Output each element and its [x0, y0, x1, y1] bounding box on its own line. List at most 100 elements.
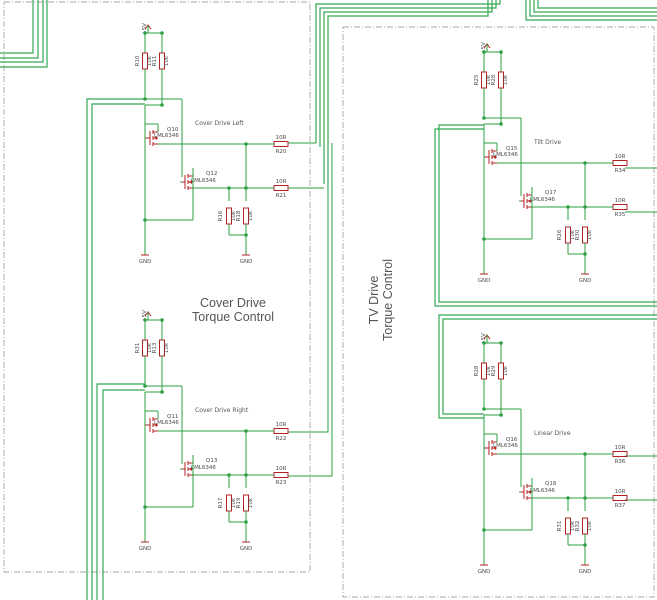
q-top-part: LML6346 — [154, 420, 179, 426]
pullup-a-ref: R10 — [135, 55, 141, 66]
pullup-a-ref: R31 — [135, 343, 141, 354]
pullup-a-val: 10k — [147, 55, 153, 66]
mosfet-top — [145, 130, 158, 146]
cover-drive-frame — [3, 1, 311, 573]
junction-dot — [499, 50, 503, 54]
pulldown-b-val: 10k — [587, 520, 593, 531]
series-resistor-a — [273, 428, 289, 434]
gnd-right: GND — [579, 278, 592, 284]
q-top-part: LML6346 — [154, 133, 179, 139]
pullup-b-val: 10k — [164, 55, 170, 66]
mosfet-bot — [519, 484, 532, 500]
block-note: Linear Drive — [534, 430, 571, 437]
pulldown-a-val: 10k — [570, 229, 576, 240]
junction-dot — [482, 341, 486, 345]
gnd-left: GND — [478, 278, 491, 284]
q-bot-ref: Q13 — [206, 458, 218, 464]
junction-dot — [583, 496, 587, 500]
junction-dot — [583, 452, 587, 456]
pulldown-b-val: 10k — [248, 210, 254, 221]
series-b-val: 10R — [615, 489, 626, 495]
junction-dot — [583, 252, 587, 256]
cover-drive-title-line1: Cover Drive — [200, 296, 266, 310]
series-resistor-b — [273, 185, 289, 191]
q-top-part: LML6346 — [493, 443, 518, 449]
series-resistor-b — [612, 495, 628, 501]
mosfet-bot — [180, 174, 193, 190]
q-top-ref: Q16 — [506, 437, 518, 443]
q-bot-part: LML6346 — [191, 465, 216, 471]
q-bot-part: LML6346 — [191, 178, 216, 184]
series-a-ref: R36 — [615, 459, 626, 465]
junction-dot — [244, 142, 248, 146]
junction-dot — [244, 233, 248, 237]
junction-dot — [160, 318, 164, 322]
pullup-b-val: 10k — [503, 74, 509, 85]
junction-dot — [566, 205, 570, 209]
gnd-left: GND — [139, 259, 152, 265]
series-a-ref: R22 — [276, 436, 287, 442]
block-note: Cover Drive Left — [195, 120, 244, 127]
junction-dot — [244, 429, 248, 433]
gnd-left: GND — [139, 546, 152, 552]
junction-dot — [227, 186, 231, 190]
junction-dot — [244, 520, 248, 524]
supply-label: +5V — [142, 310, 148, 322]
supply-label: +5V — [481, 333, 487, 345]
series-b-ref: R35 — [615, 212, 626, 218]
junction-dot — [583, 543, 587, 547]
q-top-ref: Q11 — [167, 414, 178, 420]
pulldown-a-val: 10k — [231, 210, 237, 221]
series-b-val: 10R — [276, 179, 287, 185]
q-bot-ref: Q12 — [206, 171, 217, 177]
junction-dot — [566, 496, 570, 500]
pullup-a-val: 10k — [147, 342, 153, 353]
series-resistor-a — [612, 160, 628, 166]
pullup-a-val: 10k — [486, 74, 492, 85]
junction-dot — [143, 31, 147, 35]
pullup-b-ref: R29 — [491, 365, 497, 376]
series-b-ref: R21 — [276, 193, 287, 199]
pullup-b-ref: R11 — [152, 56, 158, 67]
junction-dot — [143, 318, 147, 322]
pullup-b-val: 10k — [164, 342, 170, 353]
tv-drive-title-line1: TV Drive — [367, 276, 381, 325]
q-top-ref: Q10 — [167, 127, 179, 133]
pulldown-b-ref: R18 — [236, 210, 242, 221]
supply-label: +5V — [481, 42, 487, 54]
mosfet-bot — [519, 193, 532, 209]
pulldown-b-val: 10k — [587, 229, 593, 240]
junction-dot — [583, 161, 587, 165]
pulldown-a-val: 10k — [231, 497, 237, 508]
junction-dot — [244, 186, 248, 190]
gnd-right: GND — [579, 569, 592, 575]
q-bot-ref: Q17 — [545, 190, 557, 196]
series-b-ref: R37 — [615, 503, 626, 509]
q-top-ref: Q15 — [506, 146, 518, 152]
pullup-b-ref: R13 — [152, 342, 158, 353]
supply-label: +5V — [142, 23, 148, 35]
q-bot-part: LML6346 — [530, 197, 555, 203]
mosfet-top — [484, 149, 497, 165]
q-bot-part: LML6346 — [530, 488, 555, 494]
junction-dot — [244, 473, 248, 477]
series-a-val: 10R — [615, 445, 626, 451]
series-resistor-b — [612, 204, 628, 210]
series-b-ref: R23 — [276, 480, 287, 486]
pulldown-a-ref: R17 — [218, 497, 224, 508]
series-b-val: 10R — [615, 198, 626, 204]
cover-drive-title-line2: Torque Control — [192, 310, 274, 324]
bus-top-right — [525, 0, 657, 21]
bus-top-center — [315, 0, 501, 188]
series-a-val: 10R — [276, 135, 287, 141]
pulldown-a-ref: R26 — [557, 229, 563, 240]
series-resistor-a — [612, 451, 628, 457]
pullup-a-val: 10k — [486, 365, 492, 376]
pullup-b-val: 10k — [503, 365, 509, 376]
pulldown-a-ref: R31 — [557, 521, 563, 532]
pullup-a-ref: R25 — [474, 74, 480, 85]
